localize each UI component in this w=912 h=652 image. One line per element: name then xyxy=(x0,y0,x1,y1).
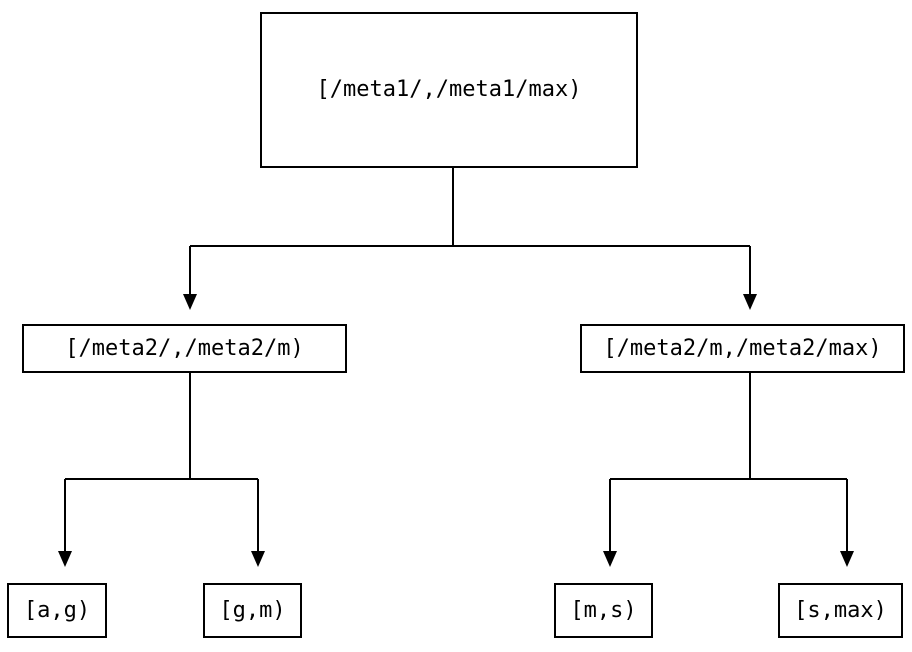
arrow-down-icon xyxy=(183,294,197,310)
tree-node-root: [/meta1/,/meta1/max) xyxy=(260,12,638,168)
tree-leaf-smax: [s,max) xyxy=(778,583,903,638)
arrow-down-icon xyxy=(840,551,854,567)
tree-node-label: [/meta2/m,/meta2/max) xyxy=(603,335,882,361)
tree-node-label: [a,g) xyxy=(23,597,91,623)
arrow-down-icon xyxy=(743,294,757,310)
tree-node-label: [m,s) xyxy=(570,597,637,623)
tree-node-label: [/meta1/,/meta1/max) xyxy=(316,77,582,102)
edge-root-to-children xyxy=(183,168,757,310)
arrow-down-icon xyxy=(58,551,72,567)
tree-leaf-ag: [a,g) xyxy=(7,583,107,638)
edge-right-node-to-leaves xyxy=(603,373,854,567)
tree-node-right: [/meta2/m,/meta2/max) xyxy=(580,324,905,373)
tree-node-label: [/meta2/,/meta2/m) xyxy=(65,335,304,361)
tree-node-label: [g,m) xyxy=(219,597,286,623)
tree-leaf-gm: [g,m) xyxy=(203,583,302,638)
arrow-down-icon xyxy=(603,551,617,567)
edge-left-node-to-leaves xyxy=(58,373,265,567)
tree-node-label: [s,max) xyxy=(794,597,887,623)
arrow-down-icon xyxy=(251,551,265,567)
tree-node-left: [/meta2/,/meta2/m) xyxy=(22,324,347,373)
tree-leaf-ms: [m,s) xyxy=(554,583,653,638)
